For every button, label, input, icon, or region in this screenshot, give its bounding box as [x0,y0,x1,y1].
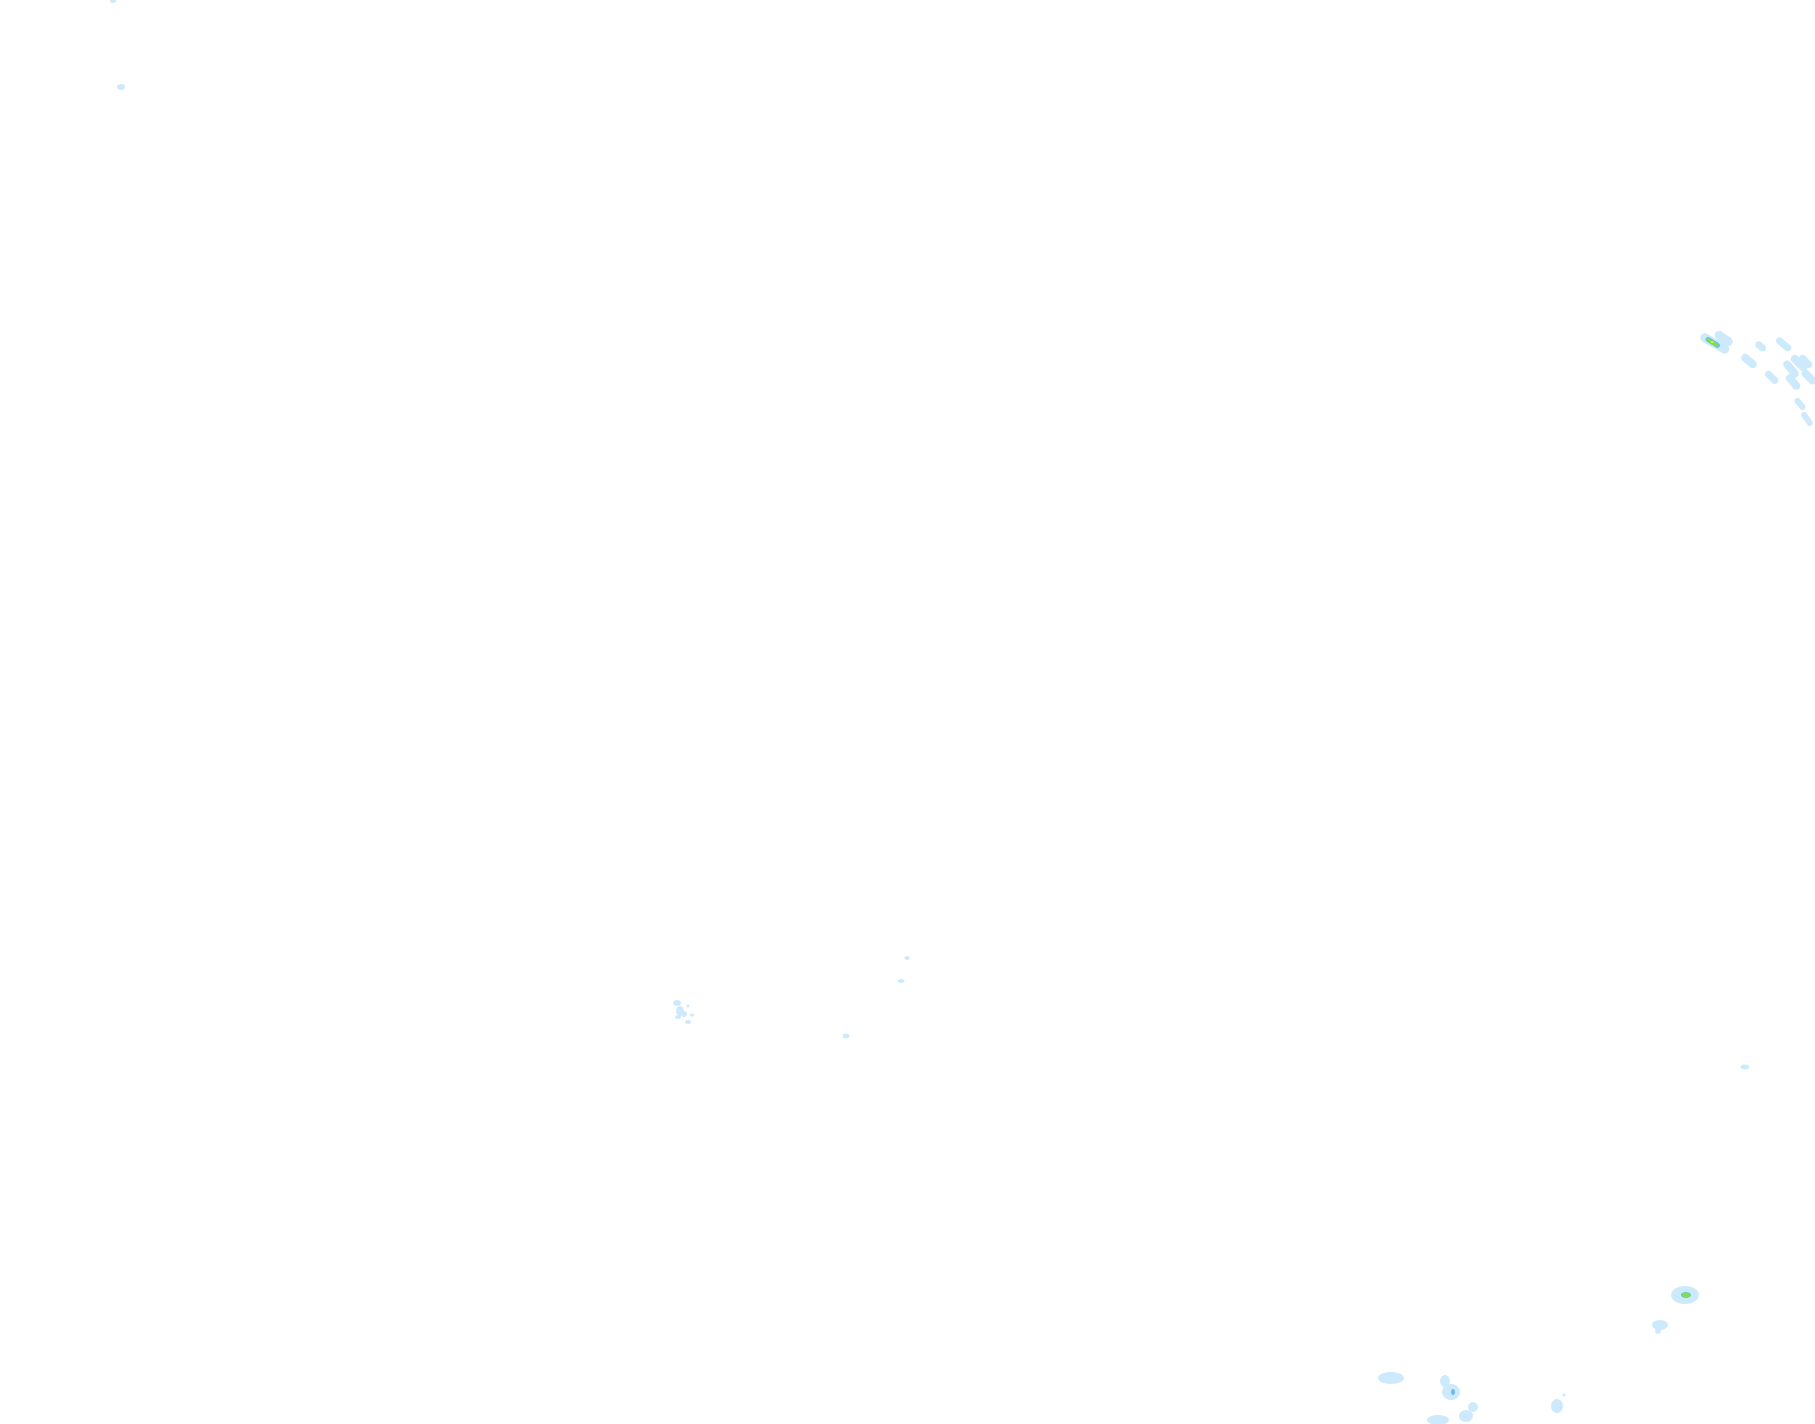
radar-cell [685,1020,691,1024]
radar-cell [1652,1320,1668,1330]
heavy-precipitation-layer [1682,338,1718,1298]
radar-cell [117,84,125,90]
radar-cell [1783,360,1799,378]
extreme-precipitation-layer [1710,341,1714,343]
radar-cell [1801,411,1813,427]
radar-cell [1764,370,1779,385]
radar-cell [1468,1402,1478,1412]
radar-cell [1775,337,1792,352]
radar-cell [673,1000,681,1006]
radar-cell [1790,354,1808,372]
radar-cell [1655,1328,1661,1334]
radar-cell [1794,397,1806,411]
radar-cell [1451,1389,1455,1395]
radar-cell [675,1015,681,1019]
radar-cell [690,1013,694,1017]
radar-cell [1785,374,1801,390]
radar-cell [1427,1415,1449,1424]
radar-cell [1710,341,1714,343]
radar-cell [1682,1292,1690,1298]
radar-cell [1714,330,1733,347]
radar-cell [1551,1399,1563,1413]
moderate-precipitation-layer [1451,337,1720,1395]
radar-cell [686,1004,690,1008]
radar-cell [842,1033,850,1039]
radar-cell [1562,1393,1566,1397]
radar-cell [1440,1375,1450,1387]
radar-cell [1378,1372,1404,1384]
light-precipitation-layer [110,0,1815,1424]
radar-cell [681,1011,687,1017]
radar-cell [897,979,905,983]
radar-cell [904,956,910,960]
radar-cell [1798,354,1813,369]
radar-cell [1741,353,1757,369]
radar-cell [1740,1064,1750,1070]
radar-cell [1801,369,1815,385]
radar-cell [1459,1410,1473,1422]
radar-cell [110,0,116,3]
radar-cell [1755,341,1767,352]
